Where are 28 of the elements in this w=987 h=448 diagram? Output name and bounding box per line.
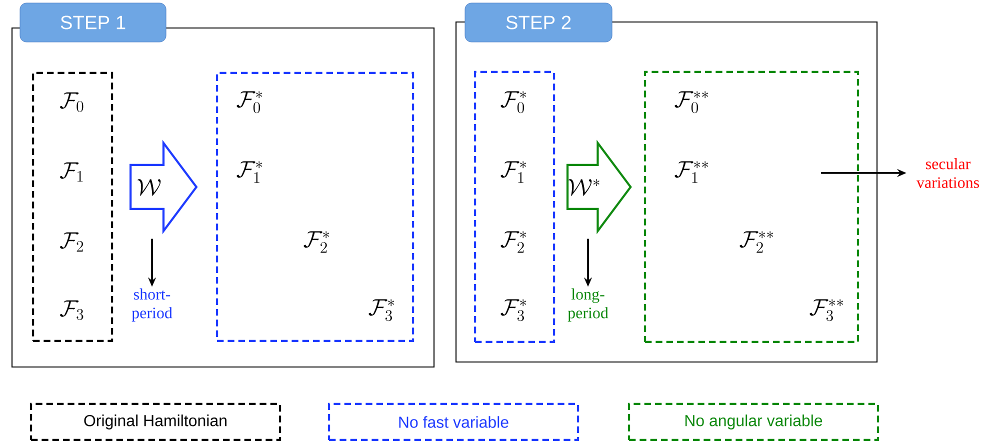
formula: $\mathcal{F}_3^{**}$ xyxy=(810,299,844,322)
formula: $\mathcal{F}_0^*$ xyxy=(236,91,262,114)
edge-label: $\mathcal{W}^*$ xyxy=(568,179,600,196)
block-arrow xyxy=(130,140,198,234)
formula: $\mathcal{F}_0^*$ xyxy=(500,91,526,114)
formula: $\mathcal{F}_2$ xyxy=(60,232,84,252)
formula: $\mathcal{F}_1^{**}$ xyxy=(674,161,708,183)
formula: $\mathcal{F}_1$ xyxy=(60,162,83,182)
note-text: secular variations xyxy=(916,158,979,188)
legend-item: Original Hamiltonian xyxy=(30,402,282,442)
legend-item: No fast variable xyxy=(328,402,580,442)
formula: $\mathcal{F}_3^*$ xyxy=(500,299,526,322)
step-tab: STEP 1 xyxy=(20,2,166,42)
formula: $\mathcal{F}_2^*$ xyxy=(304,231,330,253)
formula: $\mathcal{F}_0$ xyxy=(60,92,84,112)
formula: $\mathcal{F}_2^*$ xyxy=(500,231,526,253)
legend-item: No angular variable xyxy=(628,402,880,442)
formula: $\mathcal{F}_0^{**}$ xyxy=(674,91,708,114)
note-text: long-period xyxy=(568,288,608,322)
step-tab: STEP 2 xyxy=(464,2,612,42)
edge-label: $\mathcal{W}$ xyxy=(138,179,161,196)
block-arrow xyxy=(566,140,632,234)
formula: $\mathcal{F}_3$ xyxy=(60,300,84,320)
formula: $\mathcal{F}_2^{**}$ xyxy=(740,231,774,253)
formula: $\mathcal{F}_1^*$ xyxy=(500,161,526,183)
formula: $\mathcal{F}_3^*$ xyxy=(368,299,394,322)
formula: $\mathcal{F}_1^*$ xyxy=(236,161,262,183)
note-text: short-period xyxy=(132,288,172,322)
